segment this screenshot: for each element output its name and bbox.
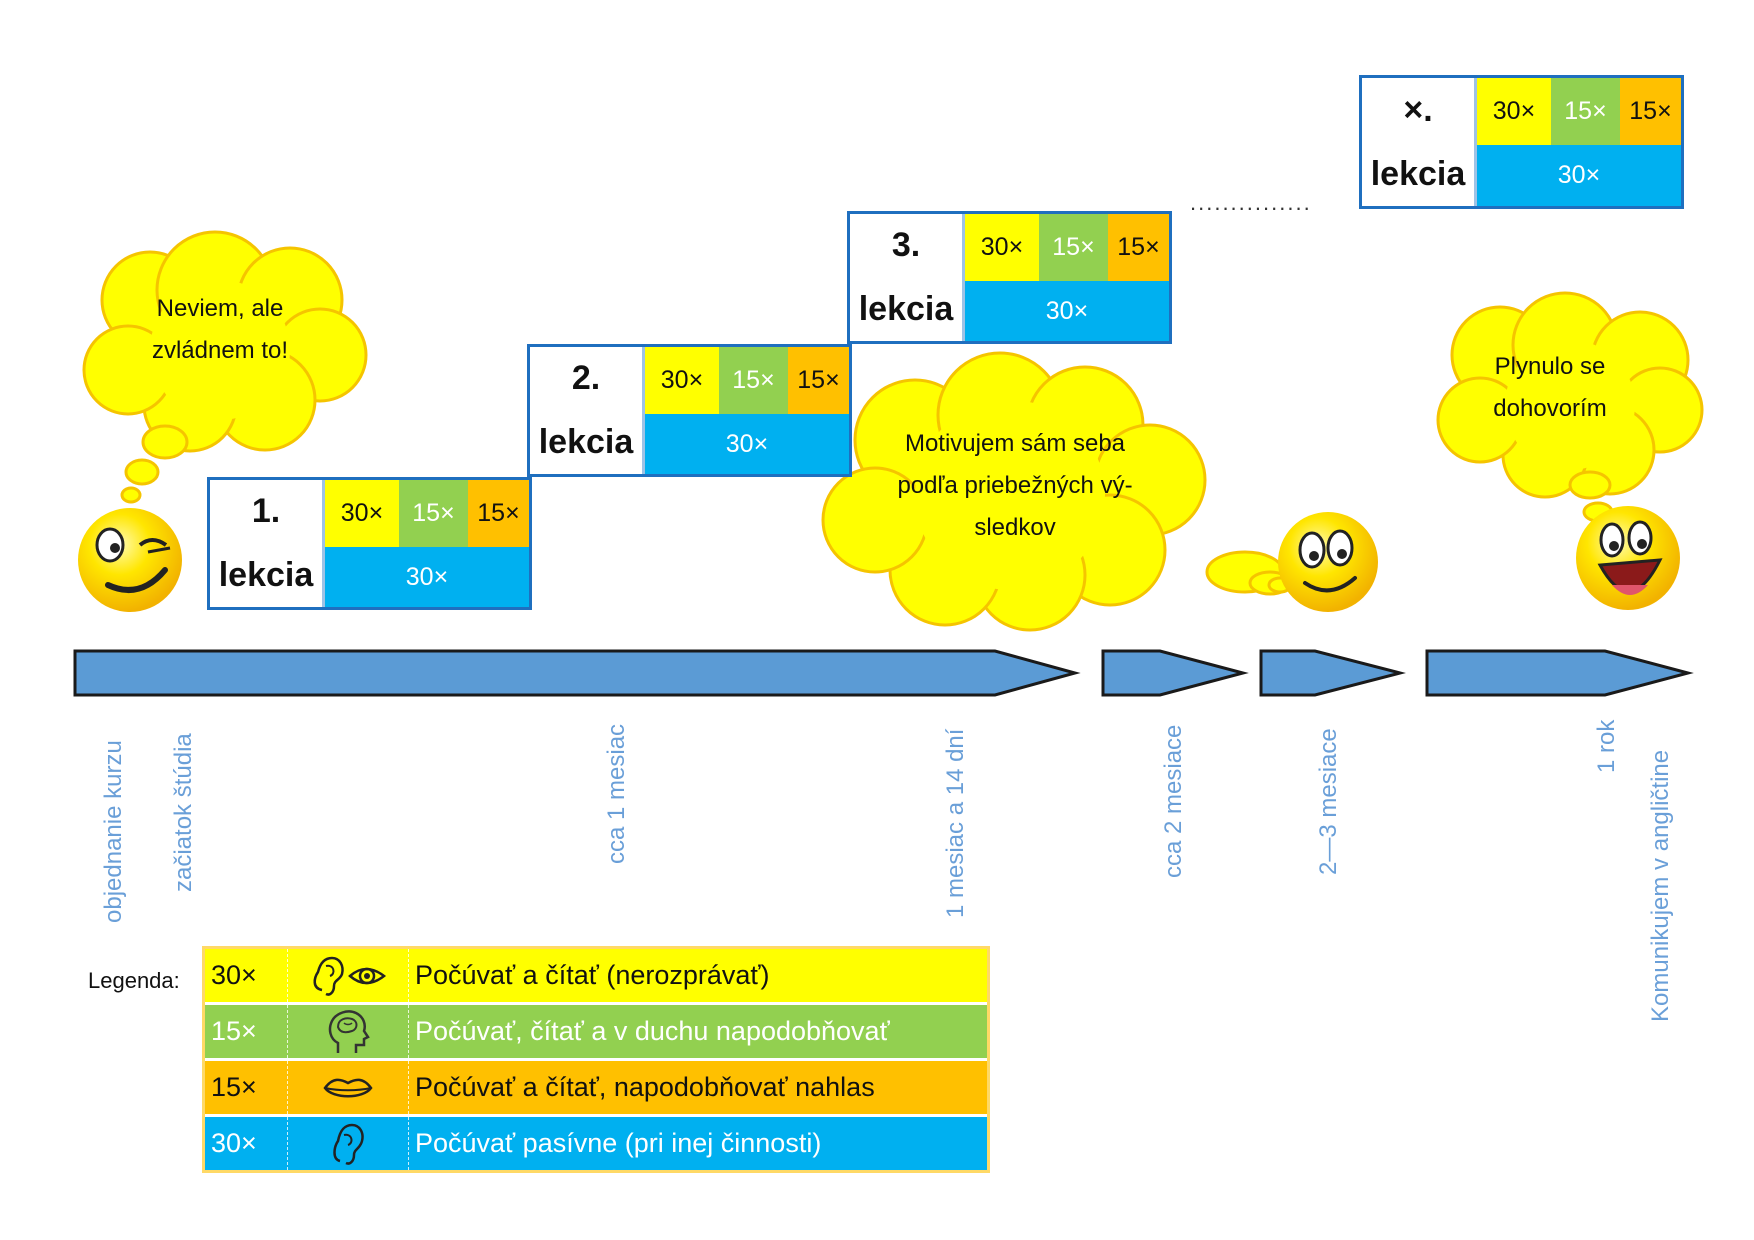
timeline-arrow-4 <box>1425 649 1694 697</box>
lesson-box-1: 1. lekcia 30× 15× 15× 30× <box>207 477 532 610</box>
cell-yellow: 30× <box>325 480 399 547</box>
ear-eye-icon <box>288 949 409 1002</box>
cell-blue: 30× <box>1477 145 1681 206</box>
lesson-number: 3. <box>891 226 921 265</box>
legend-count: 15× <box>205 1061 288 1114</box>
lesson-number: 2. <box>571 359 601 398</box>
thought-cloud-middle <box>821 351 1293 632</box>
cloud-line: zvládnem to! <box>151 337 289 364</box>
cell-orange: 15× <box>788 347 849 414</box>
cloud-line: Plynulo se <box>1494 353 1606 380</box>
legend-text: Počúvať a čítať (nerozprávať) <box>415 960 770 990</box>
cell-yellow: 30× <box>1477 78 1551 145</box>
cell-yellow: 30× <box>965 214 1039 281</box>
cell-green: 15× <box>719 347 788 414</box>
lesson-box-3: 3. lekcia 30× 15× 15× 30× <box>847 211 1172 344</box>
timeline-label-2-months: cca 2 mesiace <box>1160 724 1187 878</box>
lesson-number: ×. <box>1403 90 1433 129</box>
legend-table: 30× Počúvať a čítať (nerozprávať) 15× Po… <box>202 946 990 1173</box>
cloud-line: dohovorím <box>1493 395 1607 422</box>
lips-icon <box>288 1061 409 1114</box>
cloud-line: Neviem, ale <box>156 295 284 322</box>
legend-row: 30× Počúvať pasívne (pri inej činnosti) <box>205 1117 987 1170</box>
legend-row: 15× Počúvať a čítať, napodobňovať nahlas <box>205 1061 987 1117</box>
legend-text: Počúvať pasívne (pri inej činnosti) <box>415 1128 822 1158</box>
legend-title: Legenda: <box>88 968 180 993</box>
cell-green: 15× <box>1039 214 1108 281</box>
legend-count: 30× <box>205 949 288 1002</box>
timeline-arrow-3 <box>1259 649 1406 697</box>
cell-yellow: 30× <box>645 347 719 414</box>
cell-blue: 30× <box>325 547 529 607</box>
head-brain-icon <box>288 1005 409 1058</box>
cloud-line: Motivujem sám seba <box>904 430 1126 457</box>
timeline-arrow-2 <box>1101 649 1249 697</box>
cloud-line: podľa priebežných vý- <box>897 472 1133 499</box>
laughing-smiley-icon <box>1576 506 1680 610</box>
timeline-label-start: začiatok štúdia <box>170 733 197 892</box>
cloud-text-left: Neviem, ale zvládnem to! <box>120 288 320 372</box>
cell-orange: 15× <box>468 480 529 547</box>
cell-blue: 30× <box>645 414 849 474</box>
cloud-text-middle: Motivujem sám seba podľa priebežných vý-… <box>870 423 1160 549</box>
winking-smiley-icon <box>78 508 182 612</box>
cell-green: 15× <box>1551 78 1620 145</box>
lesson-box-2: 2. lekcia 30× 15× 15× 30× <box>527 344 852 477</box>
legend-count: 30× <box>205 1117 288 1170</box>
lesson-word: lekcia <box>538 422 634 461</box>
timeline-label-communicate: Komunikujem v angličtine <box>1647 749 1674 1022</box>
timeline-arrows <box>73 649 1694 697</box>
ellipsis-dots: ............... <box>1190 190 1312 215</box>
timeline-label-1-year: 1 rok <box>1593 719 1620 773</box>
legend-text: Počúvať, čítať a v duchu napodobňovať <box>415 1016 890 1046</box>
legend-row: 15× Počúvať, čítať a v duchu napodobňova… <box>205 1005 987 1061</box>
ear-icon <box>288 1117 409 1170</box>
lesson-box-x: ×. lekcia 30× 15× 15× 30× <box>1359 75 1684 209</box>
timeline-label-order: objednanie kurzu <box>100 740 127 923</box>
cloud-text-right: Plynulo se dohovorím <box>1460 346 1640 430</box>
thought-cloud-right <box>1436 291 1704 538</box>
legend-text: Počúvať a čítať, napodobňovať nahlas <box>415 1072 875 1102</box>
cell-orange: 15× <box>1620 78 1681 145</box>
timeline-label-2-3-months: 2—3 mesiace <box>1315 728 1342 875</box>
timeline-arrow-1 <box>73 649 1081 697</box>
lesson-word: lekcia <box>858 289 954 328</box>
lesson-word: lekcia <box>218 555 314 594</box>
thought-cloud-left <box>82 230 368 504</box>
cloud-line: sledkov <box>974 514 1056 541</box>
cell-blue: 30× <box>965 281 1169 341</box>
timeline-label-1-month: cca 1 mesiac <box>603 723 630 864</box>
grinning-smiley-icon <box>1278 512 1378 612</box>
legend-row: 30× Počúvať a čítať (nerozprávať) <box>205 949 987 1005</box>
cell-green: 15× <box>399 480 468 547</box>
cell-orange: 15× <box>1108 214 1169 281</box>
timeline-label-1-month-14-days: 1 mesiac a 14 dní <box>942 728 969 918</box>
lesson-number: 1. <box>251 492 281 531</box>
lesson-word: lekcia <box>1370 154 1466 193</box>
legend-count: 15× <box>205 1005 288 1058</box>
